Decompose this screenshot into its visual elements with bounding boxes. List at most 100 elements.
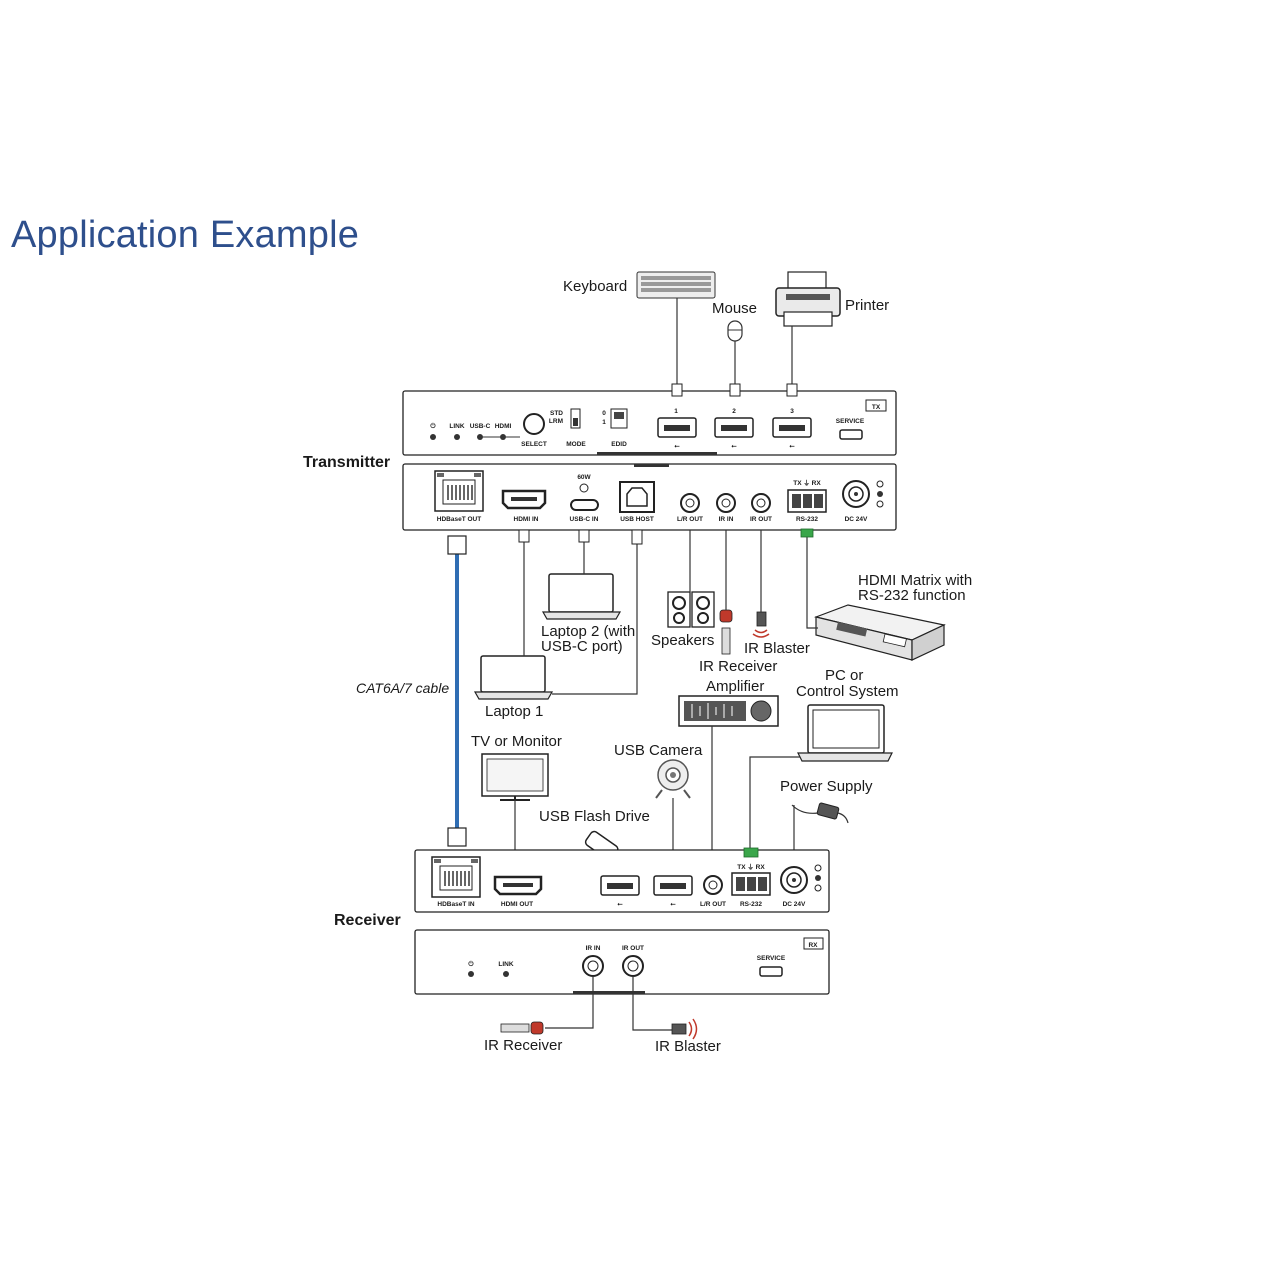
lr-out-label: L/R OUT [677, 516, 703, 523]
dc24v-label: DC 24V [845, 516, 868, 523]
rx-ir-blaster-label: IR Blaster [655, 1038, 721, 1055]
rx-rs232-pins-label: TX ⏚ RX [737, 863, 765, 871]
rx-ir-receiver-label: IR Receiver [484, 1037, 562, 1054]
power-supply-icon [791, 802, 849, 824]
rx-rs232-label: RS-232 [740, 901, 762, 908]
rx-service-port[interactable] [759, 966, 783, 977]
tx-ir-receiver-icon [719, 609, 733, 655]
rx-hdmi-out-port[interactable] [493, 875, 543, 896]
mouse-icon [727, 320, 743, 342]
tv-label: TV or Monitor [471, 733, 562, 750]
pc-label-1: PC or [825, 667, 863, 684]
rx-power-icon: ⏻ [468, 960, 474, 968]
select-label: SELECT [521, 441, 547, 448]
rx-lr-out-label: L/R OUT [700, 901, 726, 908]
receiver-front-panel: RX ⏻ LINK IR IN IR OUT SERVICE [414, 929, 830, 995]
tx-service-label: SERVICE [836, 418, 865, 425]
hdmi-led [500, 434, 506, 440]
edid-1-label: 1 [602, 419, 606, 426]
tx-link-label: LINK [449, 423, 464, 430]
usb-symbol-icon: ⭠ [670, 901, 676, 908]
power-icon: ⏻ [430, 422, 436, 430]
tx-usb-port-3[interactable]: 3 ⭠ [772, 408, 812, 450]
ir-out-label: IR OUT [750, 516, 772, 523]
select-button[interactable] [523, 413, 545, 435]
mouse-label: Mouse [712, 300, 757, 317]
hdmi-in-label: HDMI IN [514, 516, 539, 523]
pc-laptop-icon [797, 704, 893, 762]
receiver-rear-panel: HDBaseT IN HDMI OUT ⭠ ⭠ L/R OUT TX ⏚ RX … [414, 847, 830, 913]
usb-port-2-label: 2 [732, 408, 736, 415]
rx-usb-port-2[interactable]: ⭠ [653, 875, 693, 908]
tx-hdbaset-out-port[interactable] [434, 470, 484, 512]
tx-hdmi-label: HDMI [495, 423, 512, 430]
rx-dc24v-label: DC 24V [783, 901, 806, 908]
transmitter-rear-panel: HDBaseT OUT HDMI IN 60W USB-C IN USB HOS… [402, 463, 897, 531]
transmitter-label: Transmitter [303, 454, 390, 471]
usb-symbol-icon: ⭠ [617, 901, 623, 908]
cable-label: CAT6A/7 cable [356, 680, 449, 696]
edid-label: EDID [611, 441, 627, 448]
rx-ir-out-label: IR OUT [622, 945, 644, 952]
tx-usb-host-port[interactable] [619, 481, 655, 513]
tv-monitor-icon [481, 753, 549, 801]
usbc-led [477, 434, 483, 440]
tx-usb-port-2[interactable]: 2 ⭠ [714, 408, 754, 450]
tx-rs232-port[interactable] [787, 489, 827, 513]
tx-usb-port-1[interactable]: 1 ⭠ [657, 408, 697, 450]
ir-in-label: IR IN [719, 516, 734, 523]
printer-icon [775, 271, 841, 327]
rs232-label: RS-232 [796, 516, 818, 523]
hdmi-matrix-label-1: HDMI Matrix with [858, 572, 972, 589]
laptop1-label: Laptop 1 [485, 703, 543, 720]
rx-ir-blaster-icon [671, 1018, 698, 1040]
rs232-connector-icon [743, 847, 759, 858]
rs232-pins-label: TX ⏚ RX [793, 479, 821, 487]
hdbaset-out-label: HDBaseT OUT [437, 516, 481, 523]
keyboard-icon [636, 271, 716, 299]
laptop1-icon [473, 655, 554, 700]
link-led [454, 434, 460, 440]
tx-hdmi-in-port[interactable] [501, 489, 547, 510]
std-label: STD [550, 410, 563, 417]
hdbaset-in-label: HDBaseT IN [437, 901, 475, 908]
power-supply-label: Power Supply [780, 778, 873, 795]
hdmi-out-label: HDMI OUT [501, 901, 533, 908]
keyboard-label: Keyboard [563, 278, 627, 295]
rs232-connector-icon [800, 528, 814, 538]
usb-camera-icon [655, 759, 691, 799]
power-led [430, 434, 436, 440]
usb-symbol-icon: ⭠ [674, 443, 680, 450]
lrm-label: LRM [549, 418, 563, 425]
rx-rs232-port[interactable] [731, 872, 771, 896]
hdmi-matrix-label-2: RS-232 function [858, 587, 966, 604]
tx-badge: TX [872, 404, 881, 411]
speakers-icon [667, 591, 715, 628]
page-title: Application Example [11, 214, 360, 256]
amplifier-label: Amplifier [706, 678, 764, 695]
tx-service-port[interactable] [839, 429, 863, 440]
usb-camera-label: USB Camera [614, 742, 703, 759]
speakers-label: Speakers [651, 632, 714, 649]
rx-link-led [503, 971, 509, 977]
usb-symbol-icon: ⭠ [731, 443, 737, 450]
usb-flash-label: USB Flash Drive [539, 808, 650, 825]
rx-ir-in-label: IR IN [586, 945, 601, 952]
amplifier-icon [678, 695, 779, 727]
receiver-label: Receiver [334, 912, 401, 929]
tx-usbc-in-port[interactable] [570, 499, 599, 511]
rx-badge: RX [808, 942, 818, 949]
rx-usb-port-1[interactable]: ⭠ [600, 875, 640, 908]
power-delivery-icon [579, 483, 589, 493]
rx-link-label: LINK [498, 961, 513, 968]
edid-0-label: 0 [602, 410, 606, 417]
laptop2-icon [541, 573, 622, 620]
hdmi-matrix-icon [813, 604, 946, 661]
rx-hdbaset-in-port[interactable] [431, 856, 481, 898]
60w-label: 60W [577, 474, 591, 481]
laptop2-label-1: Laptop 2 (with [541, 623, 635, 640]
pc-label-2: Control System [796, 683, 899, 700]
mode-label: MODE [566, 441, 586, 448]
tx-usbc-label: USB-C [470, 423, 491, 430]
